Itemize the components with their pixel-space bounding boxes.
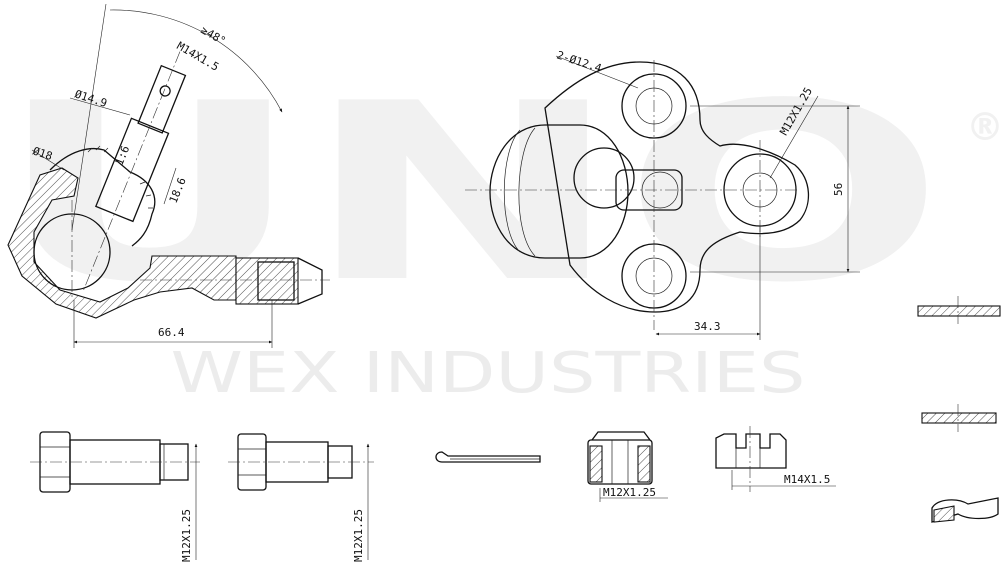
spring-washer [931, 497, 999, 523]
label-len-34-3: 34.3 [694, 320, 721, 333]
washers [917, 296, 1001, 523]
washer-top [917, 305, 1001, 317]
stud-end [573, 147, 635, 209]
stud-thread [137, 64, 187, 134]
housing-section [7, 167, 237, 319]
arm-flange [235, 257, 299, 305]
label-nut1-thread: M12X1.25 [603, 486, 656, 499]
cotter-hole [159, 85, 171, 97]
lock-nut [587, 431, 668, 502]
label-len-66-4: 66.4 [158, 326, 185, 339]
ball-joint-top-view [465, 55, 860, 340]
flange-hole-top [621, 73, 687, 139]
bolt-long [30, 431, 200, 560]
label-nut2-thread: M14X1.5 [784, 473, 830, 486]
label-bolt2-thread: M12X1.25 [352, 509, 365, 562]
housing-dome [489, 124, 629, 259]
castle-nut [715, 426, 836, 492]
triangular-flange [544, 61, 810, 313]
label-angle: ≥48° [199, 23, 228, 48]
bolt-short [228, 433, 374, 560]
label-dia-18: Ø18 [31, 144, 54, 163]
dust-boot [49, 147, 156, 247]
label-height-56: 56 [832, 183, 845, 196]
label-bolt1-thread: M12X1.25 [180, 509, 193, 562]
ball-joint-section-view [7, 3, 330, 348]
cotter-pin [435, 451, 541, 463]
watermark: UNO ® WEX INDUSTRIES [0, 51, 1002, 406]
washer-bottom [921, 412, 997, 424]
watermark-company: WEX INDUSTRIES [171, 341, 806, 406]
watermark-registered: ® [966, 105, 1002, 149]
arm-thread-hole [257, 261, 295, 301]
